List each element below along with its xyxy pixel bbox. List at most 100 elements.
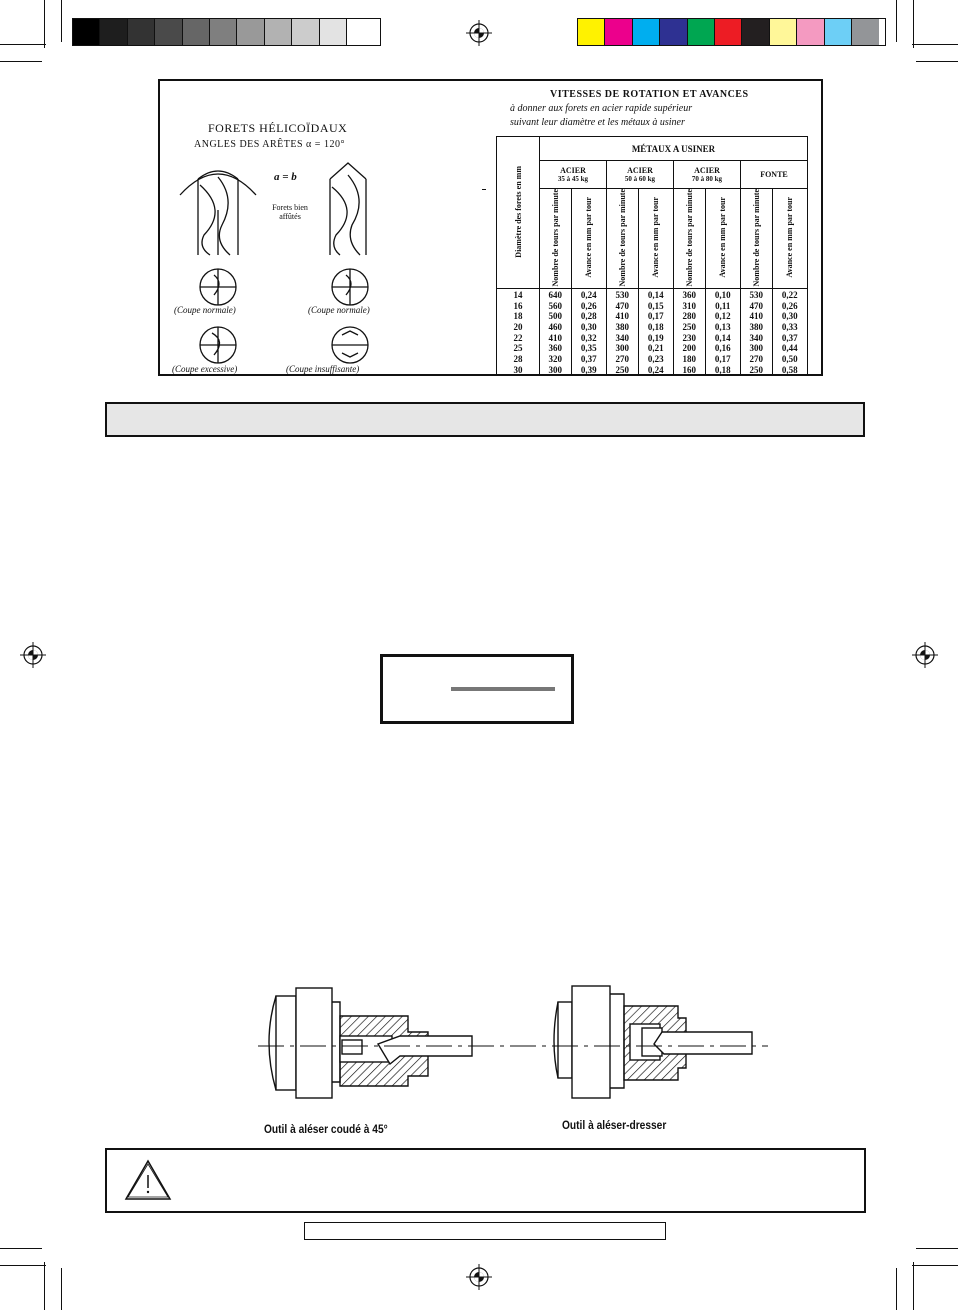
warning-icon (124, 1159, 172, 1200)
crop-mark (0, 1265, 46, 1266)
diameter-cell: 22 (496, 332, 540, 343)
crop-mark (896, 1268, 897, 1310)
diameter-cell: 14 (496, 288, 540, 301)
gray-swatch (73, 19, 101, 45)
value-cell: 470 (605, 300, 639, 311)
drill-sketches (179, 162, 369, 364)
color-swatch (687, 19, 715, 45)
table-subtitle: à donner aux forets en acier rapide supé… (510, 103, 693, 114)
gray-swatch (127, 19, 156, 45)
value-cell: 0,10 (704, 288, 741, 301)
value-cell: 320 (539, 353, 572, 365)
value-cell: 0,26 (771, 300, 809, 311)
value-cell: 530 (739, 288, 773, 301)
value-cell: 0,32 (570, 332, 607, 343)
coupe-excessive-label: (Coupe excessive) (172, 364, 238, 374)
value-cell: 230 (672, 332, 706, 343)
crop-mark (912, 1265, 958, 1266)
gray-swatch (264, 19, 293, 45)
gray-swatch (155, 19, 183, 45)
color-swatch (824, 19, 852, 45)
value-cell: 0,26 (570, 300, 607, 311)
value-cell: 0,44 (771, 342, 809, 354)
value-cell: 360 (672, 288, 706, 301)
boring-tools-diagram (258, 985, 768, 1099)
crop-mark (61, 0, 62, 42)
speed-table: Diamètre des forets en mm MÉTAUX A USINE… (496, 135, 809, 377)
crop-mark (916, 61, 958, 62)
value-cell: 0,18 (637, 321, 674, 333)
diameter-cell: 30 (496, 364, 540, 377)
value-cell: 340 (605, 332, 639, 343)
value-cell: 250 (739, 364, 773, 377)
value-cell: 380 (605, 321, 639, 333)
value-cell: 0,22 (771, 288, 809, 301)
value-cell: 360 (539, 342, 572, 354)
alpha-label: a = b (274, 171, 297, 183)
crop-mark (44, 0, 45, 48)
gray-swatch (237, 19, 265, 45)
process-color-bar (577, 18, 886, 46)
value-cell: 0,16 (704, 342, 741, 354)
value-cell: 300 (739, 342, 773, 354)
value-cell: 0,11 (704, 300, 741, 311)
color-swatch (605, 19, 633, 45)
drill-title: FORETS HÉLICOÏDAUX (208, 121, 348, 135)
rpm-column-header: Nombre de tours par minute (739, 187, 773, 290)
value-cell: 0,12 (704, 310, 741, 322)
value-cell: 410 (739, 310, 773, 322)
warning-box (105, 1148, 866, 1213)
value-cell: 0,17 (704, 353, 741, 365)
registration-target (465, 19, 493, 47)
value-cell: 460 (539, 321, 572, 333)
value-cell: 0,37 (771, 332, 809, 343)
value-cell: 0,13 (704, 321, 741, 333)
section-heading-bar (105, 402, 865, 437)
feed-column-header: Avance en mm par tour (570, 187, 607, 290)
value-cell: 0,21 (637, 342, 674, 354)
value-cell: 500 (539, 310, 572, 322)
feed-column-header: Avance en mm par tour (704, 187, 741, 290)
crop-mark (916, 1248, 958, 1249)
color-swatch (714, 19, 743, 45)
rpm-column-header: Nombre de tours par minute (672, 187, 706, 290)
value-cell: 0,30 (570, 321, 607, 333)
value-cell: 0,23 (637, 353, 674, 365)
color-swatch (797, 19, 825, 45)
value-cell: 0,24 (570, 288, 607, 301)
value-cell: 0,14 (637, 288, 674, 301)
registration-target (465, 1263, 493, 1291)
crop-mark (913, 1262, 914, 1310)
diameter-cell: 16 (496, 300, 540, 311)
rpm-column-header: Nombre de tours par minute (605, 187, 639, 290)
color-swatch (632, 19, 661, 45)
value-cell: 0,37 (570, 353, 607, 365)
metals-header: MÉTAUX A USINER (539, 136, 808, 161)
metal-group-header: FONTE (739, 160, 809, 189)
gray-swatch (209, 19, 238, 45)
crop-mark (913, 0, 914, 48)
feed-column-header: Avance en mm par tour (771, 187, 809, 290)
drill-speed-figure: FORETS HÉLICOÏDAUX ANGLES DES ARÊTES α =… (158, 79, 823, 377)
value-cell: 0,15 (637, 300, 674, 311)
crop-mark (0, 61, 42, 62)
value-cell: 0,33 (771, 321, 809, 333)
value-cell: 160 (672, 364, 706, 377)
center-box (380, 654, 574, 724)
value-cell: 410 (539, 332, 572, 343)
registration-target (911, 641, 939, 669)
tool-right-caption: Outil à aléser-dresser (562, 1118, 667, 1132)
value-cell: 0,50 (771, 353, 809, 365)
diameter-header: Diamètre des forets en mm (496, 135, 540, 290)
value-cell: 0,19 (637, 332, 674, 343)
color-swatch (578, 19, 606, 45)
value-cell: 0,18 (704, 364, 741, 377)
